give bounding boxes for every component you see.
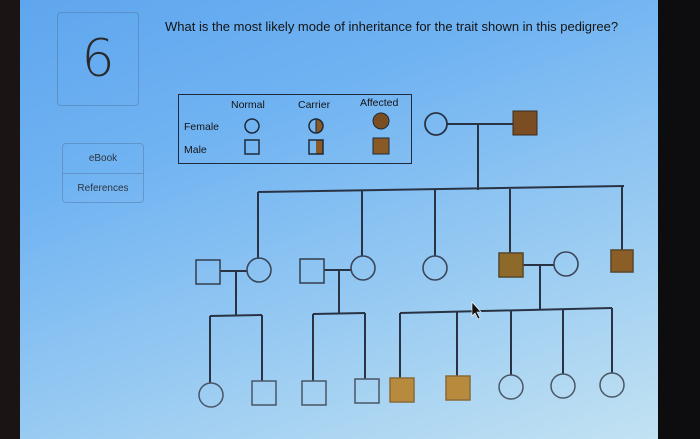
resource-links: eBook References (62, 143, 144, 203)
gen3-f2-son-1-normal (301, 380, 327, 406)
screen (20, 0, 658, 439)
gen2-son-2-affected (610, 249, 634, 273)
question-text: What is the most likely mode of inherita… (165, 19, 619, 34)
legend-row-female: Female (184, 121, 220, 133)
gen3-f3-daughter-1-normal (498, 374, 524, 400)
mouse-cursor-icon (471, 301, 482, 320)
affected-male-symbol (372, 137, 390, 155)
normal-male-symbol (244, 139, 260, 155)
gen3-f3-daughter-2-normal (550, 373, 576, 399)
gen1-father-affected (512, 110, 538, 136)
ebook-link[interactable]: eBook (88, 153, 118, 164)
carrier-female-symbol (308, 118, 324, 134)
gen2-daughter-2-normal (350, 255, 376, 281)
gen3-f1-son-normal (251, 380, 277, 406)
legend-header-affected: Affected (360, 97, 399, 109)
legend-symbols (244, 112, 390, 155)
question-number: 6 (81, 29, 115, 89)
pedigree-lines (209, 123, 625, 383)
gen2-spouse-3-normal-female (553, 251, 579, 277)
gen3-f1-daughter-normal (198, 382, 224, 408)
question-number-box: 6 (57, 12, 139, 106)
normal-female-symbol (244, 118, 260, 134)
gen2-daughter-1-normal (246, 257, 272, 283)
gen3-f3-daughter-3-normal (599, 372, 625, 398)
gen3-f3-son-2-affected (445, 375, 471, 401)
gen1-mother-normal (424, 112, 448, 136)
legend-row-male: Male (184, 144, 207, 156)
affected-female-symbol (372, 112, 390, 130)
generation-1 (424, 110, 538, 136)
gen2-spouse-1-normal-male (195, 259, 221, 285)
generation-2 (195, 249, 634, 285)
legend-header-normal: Normal (231, 99, 265, 111)
legend-header-carrier: Carrier (298, 99, 331, 111)
gen2-spouse-2-normal-male (299, 258, 325, 284)
gen2-daughter-3-normal (422, 255, 448, 281)
references-link[interactable]: References (63, 173, 143, 203)
generation-3 (198, 372, 625, 408)
gen3-f3-son-1-affected (389, 377, 415, 403)
monitor-bezel (658, 0, 700, 439)
pedigree-legend: Normal Carrier Affected Female Male (178, 94, 412, 164)
carrier-male-symbol (308, 139, 324, 155)
gen2-son-1-affected (498, 252, 524, 278)
gen3-f2-son-2-normal (354, 378, 380, 404)
